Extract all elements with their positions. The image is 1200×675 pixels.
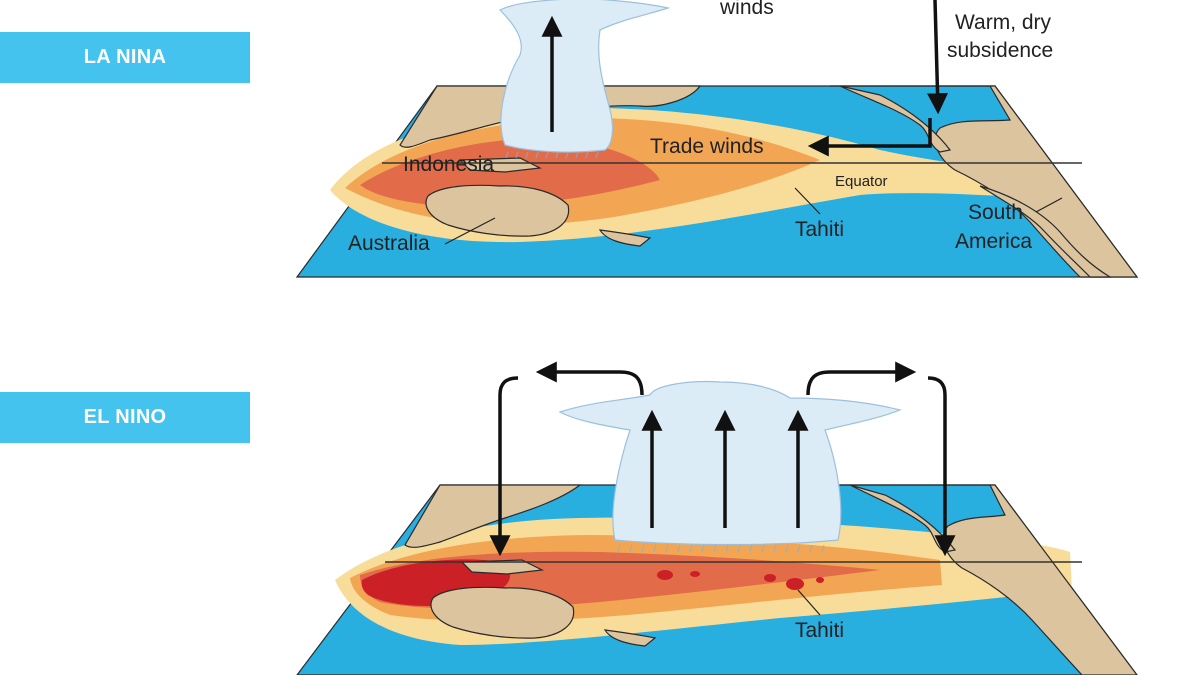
south-america-label-line2: America	[955, 230, 1032, 253]
subsidence-arrow	[927, 0, 949, 115]
subsidence-label-line2: subsidence	[947, 39, 1053, 62]
trade-winds-label: Trade winds	[650, 135, 764, 158]
tahiti-label: Tahiti	[795, 218, 844, 241]
south-america-label-line1: South	[968, 201, 1023, 224]
subsidence-arrow-east	[927, 376, 956, 557]
land	[399, 85, 1139, 278]
winds-label: winds	[719, 0, 774, 19]
la-nina-diagram: winds Warm, dry subsidence Trade winds I…	[295, 0, 1139, 278]
equator-label: Equator	[835, 173, 888, 190]
land	[404, 484, 1138, 675]
el-nino-diagram: Tahiti	[296, 361, 1138, 675]
el-nino-badge: EL NINO	[0, 392, 250, 443]
tahiti-label: Tahiti	[795, 619, 844, 642]
indonesia-label: Indonesia	[403, 153, 494, 176]
outflow-arrow-west	[535, 361, 644, 396]
subsidence-arrow-west	[489, 376, 519, 557]
convection-cloud	[498, 0, 671, 159]
la-nina-badge: LA NINA	[0, 32, 250, 83]
outflow-arrow-east	[806, 361, 917, 396]
australia-label: Australia	[348, 232, 430, 255]
trade-winds-arrow	[807, 118, 932, 157]
subsidence-label-line1: Warm, dry	[955, 11, 1052, 34]
